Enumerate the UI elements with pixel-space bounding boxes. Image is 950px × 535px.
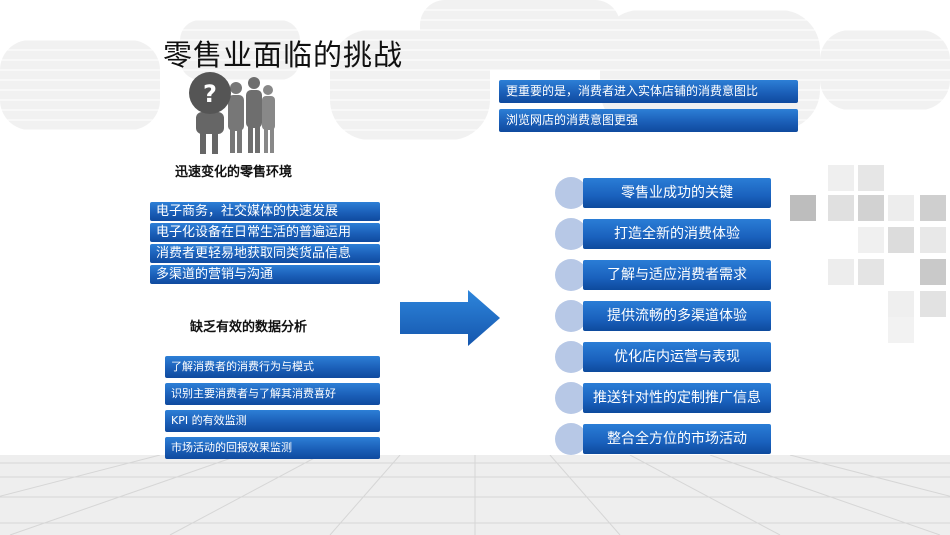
list-item: 电子商务，社交媒体的快速发展: [150, 202, 380, 221]
bullet-circle: [555, 341, 587, 373]
list-item: 识别主要消费者与了解其消费喜好: [165, 383, 380, 405]
section-heading-data-analysis: 缺乏有效的数据分析: [190, 320, 308, 335]
key-item: 优化店内运营与表现: [583, 342, 771, 372]
svg-text:?: ?: [203, 80, 217, 108]
key-item: 整合全方位的市场活动: [583, 424, 771, 454]
list-item: 多渠道的营销与沟通: [150, 265, 380, 284]
bullet-circle: [555, 300, 587, 332]
key-item: 打造全新的消费体验: [583, 219, 771, 249]
list-item: KPI 的有效监测: [165, 410, 380, 432]
bullet-circle: [555, 177, 587, 209]
list-item: 了解消费者的消费行为与模式: [165, 356, 380, 378]
key-item: 零售业成功的关键: [583, 178, 771, 208]
section-heading-retail-environment: 迅速变化的零售环境: [175, 165, 293, 180]
bullet-circle: [555, 218, 587, 250]
bullet-circle: [555, 259, 587, 291]
key-item: 提供流畅的多渠道体验: [583, 301, 771, 331]
key-item: 了解与适应消费者需求: [583, 260, 771, 290]
page-title: 零售业面临的挑战: [163, 38, 404, 72]
note-line: 更重要的是，消费者进入实体店铺的消费意图比: [499, 80, 798, 103]
list-item: 消费者更轻易地获取同类货品信息: [150, 244, 380, 263]
question-people-icon: ?: [189, 72, 275, 154]
bullet-circle: [555, 382, 587, 414]
bullet-circle: [555, 423, 587, 455]
list-item: 电子化设备在日常生活的普遍运用: [150, 223, 380, 242]
list-item: 市场活动的回报效果监测: [165, 437, 380, 459]
floor-background: [0, 455, 950, 535]
key-item: 推送针对性的定制推广信息: [583, 383, 771, 413]
right-arrow-icon: [400, 290, 500, 346]
note-line: 浏览网店的消费意图更强: [499, 109, 798, 132]
decorative-squares: [760, 165, 950, 345]
